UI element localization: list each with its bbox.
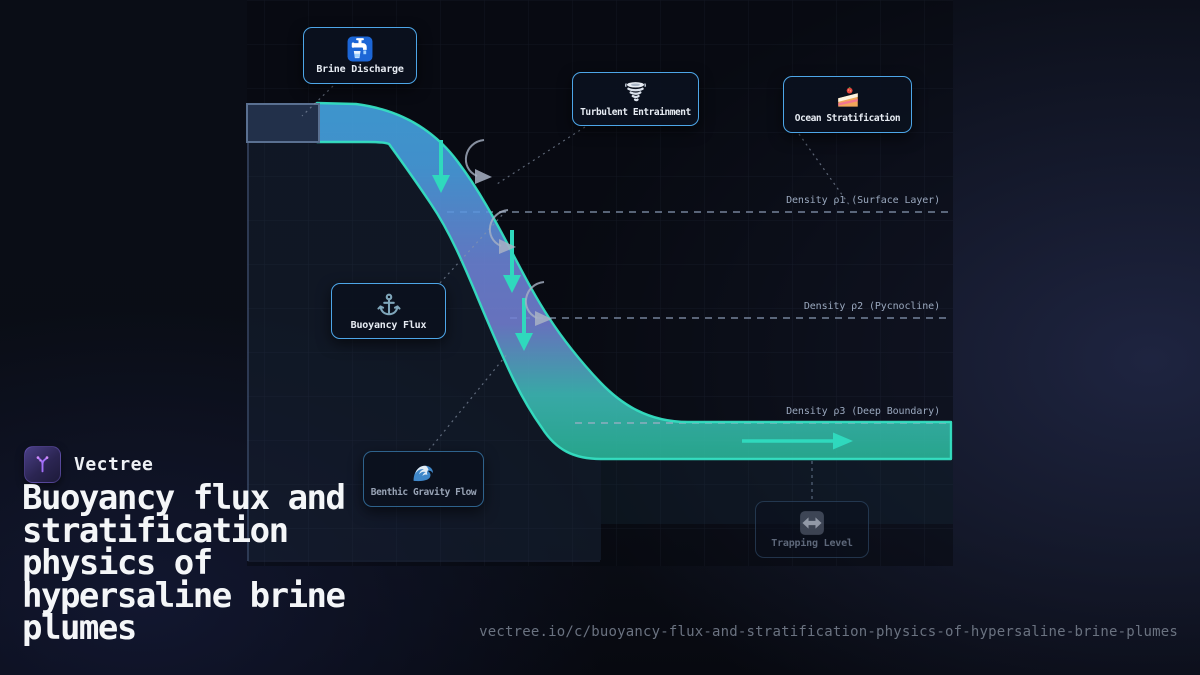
vectree-logo xyxy=(24,446,61,483)
page-title: Buoyancy flux and stratification physics… xyxy=(22,478,346,649)
brine-plume-body xyxy=(317,103,951,459)
shelf-region xyxy=(249,142,601,561)
vectree-branch-icon xyxy=(36,456,49,473)
footer-url: vectree.io/c/buoyancy-flux-and-stratific… xyxy=(479,624,1178,640)
cake-slice-icon xyxy=(837,86,858,107)
node-ocean-stratification[interactable]: Ocean Stratification xyxy=(783,76,912,133)
node-label: Ocean Stratification xyxy=(794,113,901,124)
brand-name: Vectree xyxy=(74,454,154,475)
node-brine-discharge[interactable]: Brine Discharge xyxy=(303,27,417,84)
node-buoyancy-flux[interactable]: Buoyancy Flux xyxy=(331,283,446,339)
connector-lines xyxy=(301,85,851,451)
outfall-structure xyxy=(246,103,320,143)
brine-plume-outline xyxy=(315,101,953,461)
node-label: Trapping Level xyxy=(771,538,853,549)
descent-arrows xyxy=(432,140,853,450)
density-label-deep-boundary: Density ρ3 (Deep Boundary) xyxy=(786,406,940,417)
left-right-arrow-icon xyxy=(800,511,824,535)
entrainment-eddies xyxy=(464,139,552,326)
density-label-surface: Density ρ1 (Surface Layer) xyxy=(786,195,940,206)
node-label: Turbulent Entrainment xyxy=(580,107,691,118)
node-turbulent-entrainment[interactable]: Turbulent Entrainment xyxy=(572,72,699,126)
density-label-pycnocline: Density ρ2 (Pycnocline) xyxy=(803,301,940,312)
tornado-icon xyxy=(625,82,646,102)
wave-icon xyxy=(413,465,433,482)
brand-row: Vectree xyxy=(24,446,153,483)
anchor-icon xyxy=(376,293,401,315)
node-trapping-level[interactable]: Trapping Level xyxy=(755,501,869,558)
faucet-icon xyxy=(347,36,373,62)
node-label: Benthic Gravity Flow xyxy=(370,487,477,498)
node-label: Brine Discharge xyxy=(316,64,404,75)
node-label: Buoyancy Flux xyxy=(350,319,427,331)
node-benthic-gravity-flow[interactable]: Benthic Gravity Flow xyxy=(363,451,484,507)
